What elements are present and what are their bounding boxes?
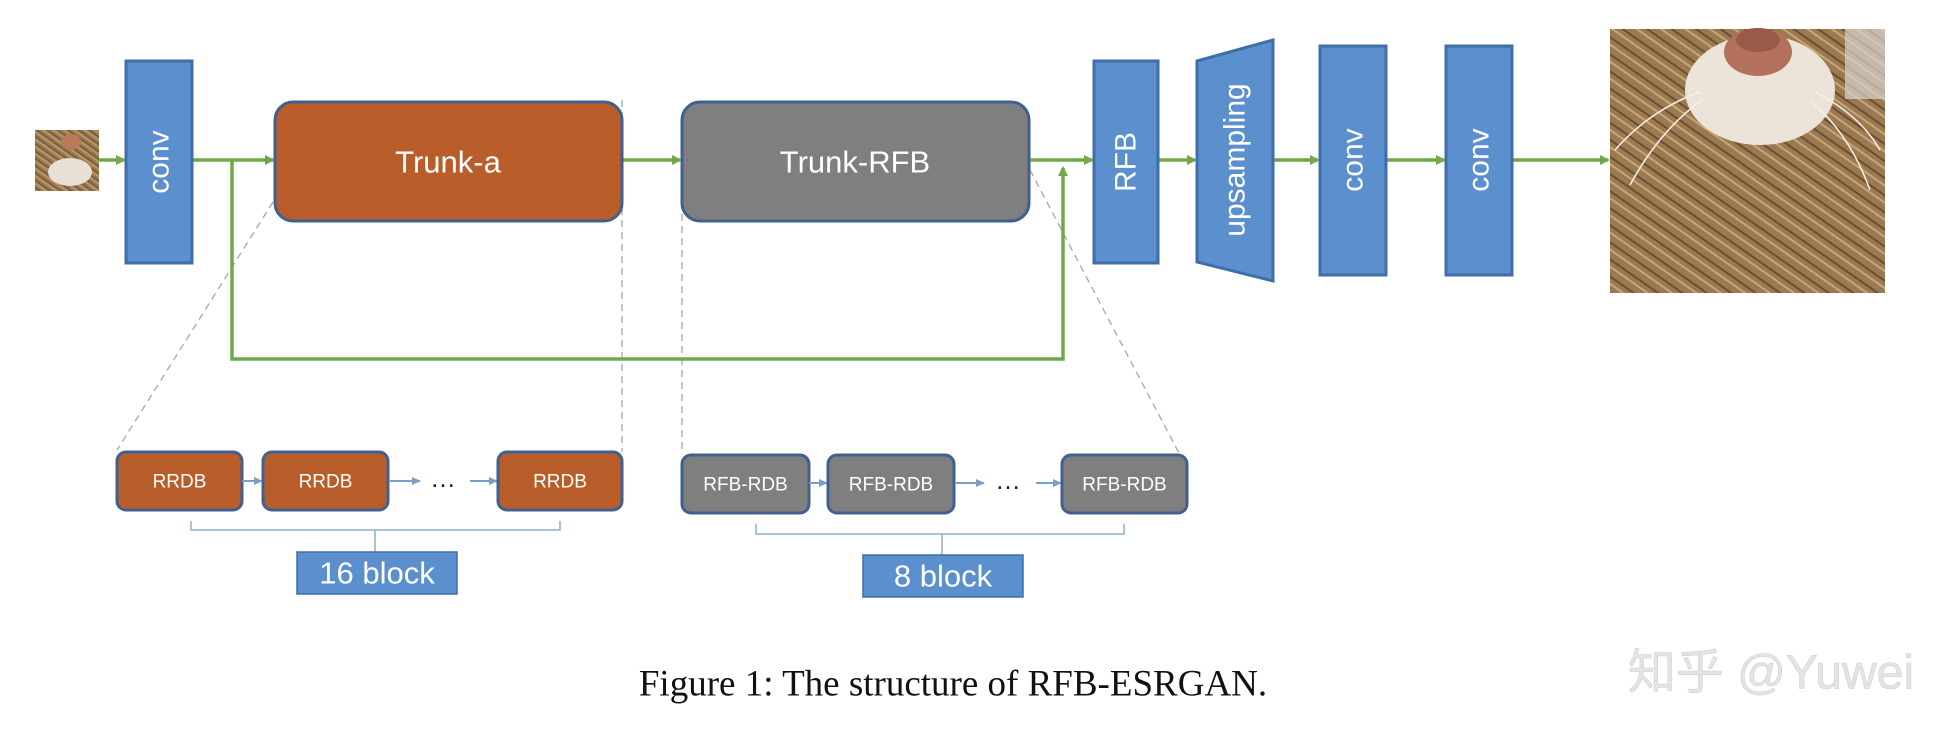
rfb-rdb-block: RFB-RDB (1060, 453, 1189, 515)
rrdb-block: RRDB (115, 450, 244, 512)
rrdb-chain: RRDB RRDB … RRDB 16 block (115, 450, 624, 595)
input-image (35, 130, 99, 191)
block-count-label-a: 16 block (296, 551, 458, 595)
block-count-text: 16 block (319, 556, 435, 591)
conv-block-2: conv (1318, 44, 1388, 277)
rrdb-block: RRDB (496, 450, 624, 512)
trunk-rfb-block: Trunk-RFB (680, 100, 1031, 223)
trunk-rfb-label: Trunk-RFB (780, 145, 930, 180)
dashed-guide-line (116, 201, 274, 451)
dashed-guide-line (1029, 169, 1181, 456)
upsampling-label: upsampling (1219, 83, 1252, 236)
block-count-label-b: 8 block (862, 554, 1024, 598)
rfb-rdb-chain: RFB-RDB RFB-RDB … RFB-RDB 8 block (680, 453, 1189, 598)
rrdb-block-label: RRDB (533, 472, 587, 493)
rfb-block-label: RFB (1110, 132, 1143, 192)
skip-connection-arrow (230, 160, 1068, 361)
block-count-text: 8 block (894, 559, 993, 594)
brace-a (190, 521, 561, 552)
conv-block-3-label: conv (1463, 128, 1496, 191)
dashed-guides (116, 100, 1181, 456)
ellipsis: … (430, 463, 456, 493)
main-path-arrows (99, 155, 1610, 361)
rfb-rdb-block: RFB-RDB (826, 453, 956, 515)
conv-block-3: conv (1444, 44, 1514, 277)
upsampling-block: upsampling (1195, 38, 1275, 283)
brace-b (755, 524, 1125, 555)
rfb-rdb-block-label: RFB-RDB (703, 475, 787, 496)
ellipsis: … (995, 465, 1021, 495)
figure-caption: Figure 1: The structure of RFB-ESRGAN. (639, 664, 1267, 705)
watermark: 知乎 @Yuwei (1628, 647, 1914, 700)
conv-block-2-label: conv (1337, 128, 1370, 191)
rrdb-block-label: RRDB (153, 472, 207, 493)
rfb-rdb-block-label: RFB-RDB (849, 475, 933, 496)
rfb-rdb-block: RFB-RDB (680, 453, 811, 515)
rrdb-block-label: RRDB (299, 472, 353, 493)
trunk-a-label: Trunk-a (395, 145, 501, 180)
rfb-rdb-block-label: RFB-RDB (1082, 475, 1166, 496)
conv-block-1: conv (124, 59, 194, 265)
rfb-block: RFB (1092, 59, 1160, 265)
trunk-a-block: Trunk-a (273, 100, 624, 223)
rrdb-block: RRDB (261, 450, 390, 512)
conv-block-1-label: conv (143, 130, 176, 193)
output-image (1610, 28, 1885, 293)
